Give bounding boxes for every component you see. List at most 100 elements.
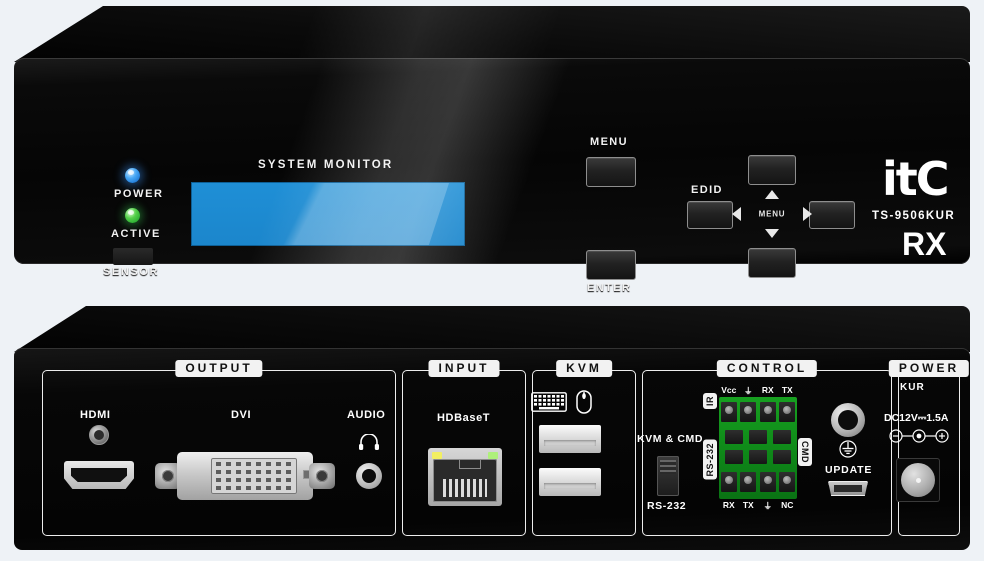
rear-chassis-top-face (14, 306, 970, 352)
dc-polarity-icon (889, 429, 949, 443)
kvm-cmd-switch-label: KVM & CMD (637, 433, 704, 445)
dvi-port[interactable] (155, 452, 335, 500)
brand-logo: itC (882, 152, 950, 206)
active-led (125, 208, 140, 223)
section-input-title: INPUT (428, 360, 500, 377)
dc-power-jack[interactable] (896, 458, 940, 502)
ir-sensor-window (113, 248, 153, 265)
section-power-title: POWER (888, 360, 970, 377)
rj45-latch-notch (459, 459, 481, 469)
terminal-screw-8 (778, 470, 798, 496)
hdbaset-label: HDBaseT (437, 412, 491, 424)
power-rating-label: DC12V⎓1.5A (884, 412, 949, 424)
terminal-bottom-pin-labels: RX TX ⏚ NC (719, 500, 797, 512)
terminal-pin-rx-top: RX (761, 385, 774, 395)
dvi-screw-left-icon (155, 463, 181, 489)
usb-port-1[interactable] (539, 425, 601, 453)
terminal-screw-5 (719, 470, 739, 496)
hdmi-port[interactable] (64, 461, 134, 489)
edid-button-label: EDID (691, 184, 723, 196)
lcd-screen (191, 182, 465, 246)
rs232-mode-switch[interactable] (657, 456, 679, 496)
micro-usb-update-port[interactable] (828, 481, 868, 496)
usb-port-2[interactable] (539, 468, 601, 496)
section-output: OUTPUT (42, 360, 396, 536)
rear-panel-view: OUTPUT INPUT KVM CONTROL POWER (14, 306, 970, 554)
ir-tab-label: IR (703, 393, 717, 409)
rs232-tab-label: RS-232 (703, 440, 717, 480)
dc-jack-center-pin (916, 478, 921, 483)
enter-button-label: ENTER (587, 282, 632, 294)
terminal-screw-7 (758, 470, 778, 496)
rj45-contacts (443, 479, 487, 497)
update-port-label: UPDATE (825, 464, 873, 476)
dvi-screw-right-icon (309, 463, 335, 489)
power-led (125, 168, 140, 183)
front-chassis-top-face (14, 6, 970, 62)
terminal-pin-tx-bot: TX (742, 500, 754, 510)
rj45-cavity (433, 459, 497, 502)
terminal-pin-nc: NC (781, 500, 794, 510)
audio-label: AUDIO (347, 409, 386, 421)
terminal-body-row-2 (725, 450, 791, 464)
terminal-block-seg (749, 450, 767, 464)
audio-jack-port[interactable] (356, 463, 382, 489)
terminal-screw-4 (778, 400, 798, 426)
terminal-pin-tx-top: TX (781, 385, 793, 395)
menu-button-label: MENU (590, 136, 628, 148)
section-output-title: OUTPUT (175, 360, 263, 377)
dvi-body (177, 452, 319, 500)
dc-jack-barrel (901, 463, 935, 497)
nav-center-label: MENU (758, 209, 786, 219)
nav-right-button[interactable] (809, 201, 855, 229)
hdbaset-rj45-port[interactable] (428, 448, 502, 506)
arrow-left-icon (732, 207, 741, 221)
variant-label: RX (902, 226, 947, 262)
terminal-screw-6 (739, 470, 759, 496)
active-led-label: ACTIVE (111, 228, 161, 240)
terminal-top-pin-labels: Vcc ⏚ RX TX (719, 385, 797, 397)
terminal-row-top (719, 400, 797, 426)
arrow-right-icon (803, 207, 812, 221)
edid-button[interactable] (687, 201, 733, 229)
nav-down-button[interactable] (748, 248, 796, 278)
section-control-title: CONTROL (716, 360, 818, 377)
dvi-label: DVI (231, 409, 252, 421)
mouse-icon (576, 390, 592, 414)
rs232-switch-label: RS-232 (647, 500, 687, 512)
cmd-tab-label: CMD (798, 438, 812, 466)
keyboard-icon (531, 392, 567, 412)
section-power: POWER (888, 360, 970, 536)
power-variant-label: KUR (900, 382, 925, 393)
terminal-block-seg (749, 430, 767, 444)
terminal-body-row-1 (725, 430, 791, 444)
front-panel-view: POWER ACTIVE SENSOR SYSTEM MONITOR MENU … (14, 6, 970, 294)
lcd-sheen (192, 183, 457, 245)
terminal-block-seg (773, 430, 791, 444)
dvi-pin-array (211, 458, 297, 494)
terminal-screw-3 (758, 400, 778, 426)
section-kvm-title: KVM (556, 360, 612, 377)
terminal-block-seg (725, 430, 743, 444)
sensor-label: SENSOR (103, 266, 160, 278)
menu-button[interactable] (586, 157, 636, 187)
earth-ground-icon (839, 440, 857, 458)
model-number: TS-9506KUR (872, 210, 956, 222)
rj45-led-left (432, 452, 442, 459)
hdmi-screw-icon (89, 425, 109, 445)
control-terminal-block[interactable] (719, 397, 797, 499)
nav-up-button[interactable] (748, 155, 796, 185)
rj45-led-right (488, 452, 498, 459)
terminal-pin-vcc: Vcc (721, 385, 737, 395)
front-faceplate: POWER ACTIVE SENSOR SYSTEM MONITOR MENU … (14, 58, 970, 294)
section-control: CONTROL (642, 360, 892, 536)
arrow-down-icon (765, 229, 779, 238)
ground-terminal-screw[interactable] (831, 403, 865, 437)
arrow-up-icon (765, 190, 779, 199)
enter-button[interactable] (586, 250, 636, 280)
terminal-block-seg (773, 450, 791, 464)
terminal-pin-gnd-top: ⏚ (743, 386, 753, 396)
section-kvm: KVM (532, 360, 636, 536)
terminal-block-seg (725, 450, 743, 464)
terminal-screw-2 (739, 400, 759, 426)
